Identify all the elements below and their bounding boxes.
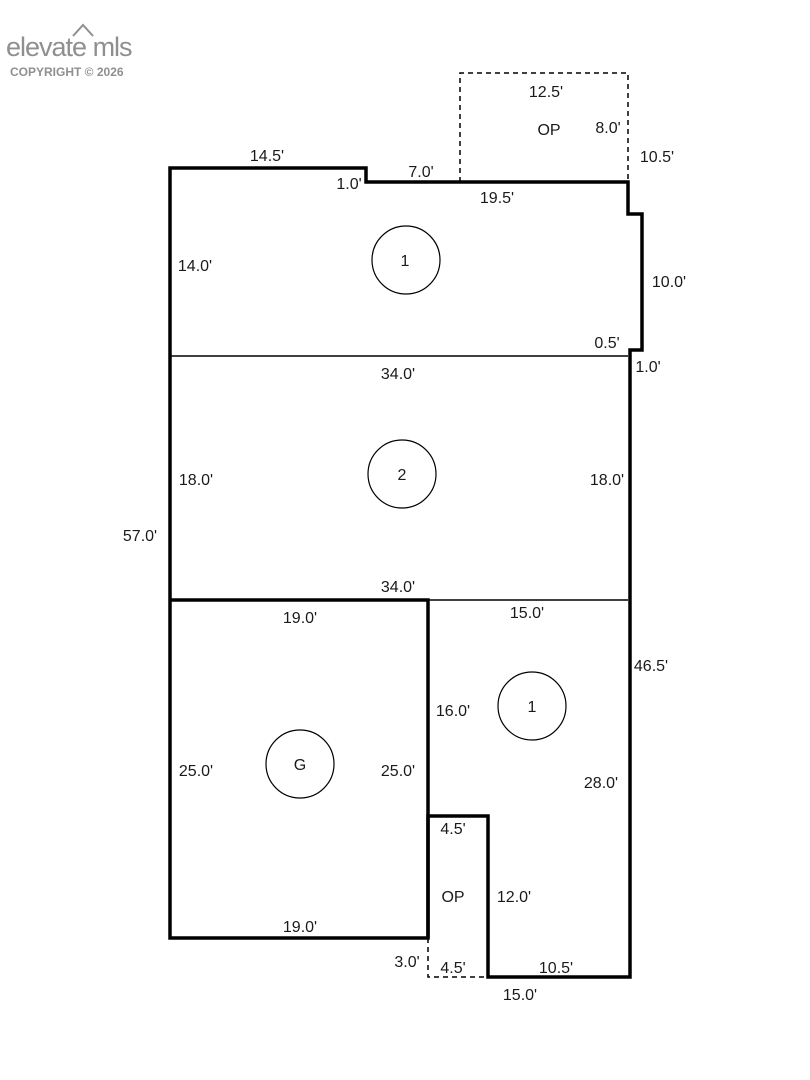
dim-room1-height: 14.0' — [178, 258, 212, 275]
dim-rear-porch-top-width: 4.5' — [440, 821, 465, 838]
exterior-walls — [168, 166, 644, 979]
dim-lower-room-right-height: 28.0' — [584, 775, 618, 792]
dim-garage-bottom-width: 19.0' — [283, 919, 317, 936]
rear-porch-label: OP — [441, 889, 464, 906]
room1-lower-label: 1 — [528, 699, 537, 716]
room1-upper-marker — [371, 225, 441, 295]
dim-notch-top: 1.0' — [336, 176, 361, 193]
garage-label: G — [294, 757, 306, 774]
dim-room1-top-width: 19.5' — [480, 190, 514, 207]
room2-label: 2 — [398, 467, 407, 484]
dim-lower-room-step-height: 12.0' — [497, 889, 531, 906]
dim-right-step: 1.0' — [635, 359, 660, 376]
dim-porch-right-offset: 10.5' — [640, 149, 674, 166]
garage-marker — [265, 729, 335, 799]
dim-room2-bottom-width: 34.0' — [381, 579, 415, 596]
dim-notch-top-width: 7.0' — [408, 164, 433, 181]
house-perimeter — [168, 166, 644, 979]
room1-lower-marker — [497, 671, 567, 741]
dim-top-left-width: 14.5' — [250, 148, 284, 165]
dim-room2-left-height: 18.0' — [179, 472, 213, 489]
room-markers — [265, 225, 567, 799]
dim-room2-right-height: 18.0' — [590, 472, 624, 489]
garage-walls — [170, 598, 430, 938]
dim-lower-room-bottom-width: 10.5' — [539, 960, 573, 977]
dim-overall-left-height: 57.0' — [123, 528, 157, 545]
watermark-logo: elevate mls COPYRIGHT © 2026 — [4, 10, 164, 79]
dimension-labels: 14.5' 1.0' 7.0' 12.5' 8.0' 10.5' 19.5' 1… — [123, 84, 686, 1004]
dim-porch-top-width: 12.5' — [529, 84, 563, 101]
dim-overall-bottom-width: 15.0' — [503, 987, 537, 1004]
dim-garage-right-height: 25.0' — [381, 763, 415, 780]
porch-outlines — [427, 72, 629, 978]
house-roof-icon — [72, 23, 94, 37]
area-labels: OP 1 2 1 G OP — [294, 122, 561, 906]
watermark-copyright: COPYRIGHT © 2026 — [10, 65, 124, 79]
dim-right-bump-offset: 0.5' — [594, 335, 619, 352]
dim-rear-porch-depth: 3.0' — [394, 954, 419, 971]
dim-rear-porch-bottom-width: 4.5' — [440, 960, 465, 977]
dim-garage-left-height: 25.0' — [179, 763, 213, 780]
room1-upper-label: 1 — [401, 253, 410, 270]
front-porch-outline — [459, 72, 629, 182]
dim-right-bump-height: 10.0' — [652, 274, 686, 291]
watermark-brand: elevate mls — [6, 32, 133, 62]
dim-room2-top-width: 34.0' — [381, 366, 415, 383]
interior-walls — [170, 355, 628, 601]
dim-garage-top-width: 19.0' — [283, 610, 317, 627]
room2-marker — [367, 439, 437, 509]
dim-lower-room-left-height: 16.0' — [436, 703, 470, 720]
dim-overall-right-height: 46.5' — [634, 658, 668, 675]
dim-porch-depth: 8.0' — [595, 120, 620, 137]
dim-lower-room-top-width: 15.0' — [510, 605, 544, 622]
front-porch-label: OP — [537, 122, 560, 139]
rear-porch-outline — [427, 938, 488, 978]
